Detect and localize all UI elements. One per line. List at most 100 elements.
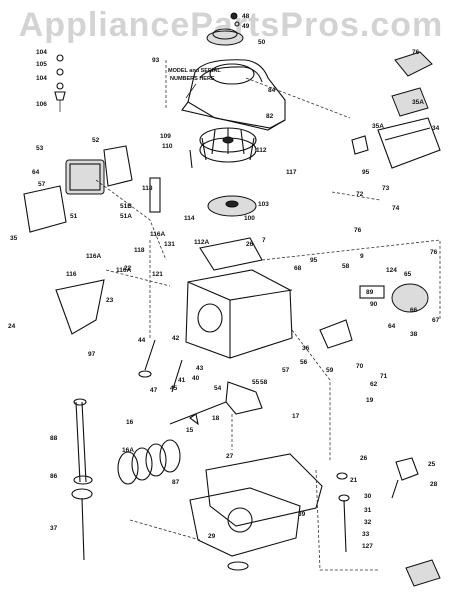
part-number-label[interactable]: 116A	[86, 253, 101, 260]
part-number-label[interactable]: 76	[430, 249, 438, 256]
part-number-label[interactable]: 106	[36, 101, 47, 108]
part-number-label[interactable]: 82	[266, 113, 274, 120]
part-number-label[interactable]: 65	[404, 271, 412, 278]
part-number-label[interactable]: 118	[134, 247, 145, 254]
part-number-label[interactable]: 87	[172, 479, 180, 486]
part-number-label[interactable]: 104	[36, 75, 47, 82]
part-number-label[interactable]: 112A	[194, 239, 209, 246]
part-number-label[interactable]: 18	[212, 415, 220, 422]
part-number-label[interactable]: 36	[302, 345, 310, 352]
part-number-label[interactable]: 51A	[120, 213, 132, 220]
part-number-label[interactable]: 90	[370, 301, 378, 308]
part-number-label[interactable]: 131	[164, 241, 175, 248]
part-number-label[interactable]: 84	[268, 87, 276, 94]
part-number-label[interactable]: 57	[282, 367, 290, 374]
part-number-label[interactable]: 116A	[150, 231, 165, 238]
part-number-label[interactable]: 39	[298, 511, 306, 518]
part-number-label[interactable]: 31	[364, 507, 372, 514]
part-number-label[interactable]: 51B	[120, 203, 132, 210]
part-number-label[interactable]: 58	[260, 379, 268, 386]
valve-parts[interactable]	[138, 339, 183, 393]
part-number-label[interactable]: 114	[184, 215, 195, 222]
part-number-label[interactable]: 16A	[122, 447, 134, 454]
part-number-label[interactable]: 24	[8, 323, 16, 330]
part-number-label[interactable]: 45	[170, 385, 178, 392]
part-number-label[interactable]: 26	[246, 241, 254, 248]
ignition-coil[interactable]	[149, 149, 257, 217]
part-number-label[interactable]: 93	[152, 57, 160, 64]
part-number-label[interactable]: 58	[342, 263, 350, 270]
part-number-label[interactable]: 43	[196, 365, 204, 372]
part-number-label[interactable]: 28	[430, 481, 438, 488]
part-number-label[interactable]: 40	[192, 375, 200, 382]
part-number-label[interactable]: 23	[106, 297, 114, 304]
dipstick[interactable]	[71, 398, 93, 561]
part-number-label[interactable]: 76	[412, 49, 420, 56]
part-number-label[interactable]: 35	[10, 235, 18, 242]
blower-housing[interactable]	[181, 59, 286, 131]
part-number-label[interactable]: 29	[208, 533, 216, 540]
flywheel[interactable]	[199, 127, 257, 163]
part-number-label[interactable]: 51	[70, 213, 78, 220]
part-number-label[interactable]: 76	[354, 227, 362, 234]
part-number-label[interactable]: 54	[214, 385, 222, 392]
part-number-label[interactable]: 22	[124, 265, 132, 272]
part-number-label[interactable]: 27	[226, 453, 234, 460]
part-number-label[interactable]: 16	[126, 419, 134, 426]
part-number-label[interactable]: 26	[360, 455, 368, 462]
part-number-label[interactable]: 66	[410, 307, 418, 314]
part-number-label[interactable]: 100	[244, 215, 255, 222]
crankcase-base[interactable]	[189, 453, 323, 571]
screws-left[interactable]	[54, 54, 66, 112]
part-number-label[interactable]: 15	[186, 427, 194, 434]
part-number-label[interactable]: 17	[292, 413, 300, 420]
part-number-label[interactable]: 32	[364, 519, 372, 526]
part-number-label[interactable]: 64	[32, 169, 40, 176]
part-number-label[interactable]: 95	[310, 257, 318, 264]
part-number-label[interactable]: 62	[370, 381, 378, 388]
part-number-label[interactable]: 86	[50, 473, 58, 480]
part-number-label[interactable]: 124	[386, 267, 397, 274]
part-number-label[interactable]: 68	[294, 265, 302, 272]
part-number-label[interactable]: 33	[362, 531, 370, 538]
part-number-label[interactable]: 104	[36, 49, 47, 56]
gasket-set-box[interactable]	[405, 559, 441, 587]
part-number-label[interactable]: 109	[160, 133, 171, 140]
part-number-label[interactable]: 70	[356, 363, 364, 370]
part-number-label[interactable]: 73	[382, 185, 390, 192]
part-number-label[interactable]: 89	[366, 289, 374, 296]
part-number-label[interactable]: 57	[38, 181, 46, 188]
part-number-label[interactable]: 9	[360, 253, 364, 260]
part-number-label[interactable]: 42	[172, 335, 180, 342]
part-number-label[interactable]: 88	[50, 435, 58, 442]
part-number-label[interactable]: 118	[142, 185, 153, 192]
part-number-label[interactable]: 35A	[372, 123, 384, 130]
part-number-label[interactable]: 116	[66, 271, 77, 278]
crankshaft[interactable]	[169, 381, 263, 426]
part-number-label[interactable]: 47	[150, 387, 158, 394]
part-number-label[interactable]: 116A	[116, 267, 131, 274]
carburetor-left[interactable]	[23, 145, 133, 233]
part-number-label[interactable]: 55	[252, 379, 260, 386]
air-cleaner[interactable]	[351, 51, 441, 169]
part-number-label[interactable]: 21	[350, 477, 358, 484]
part-number-label[interactable]: 56	[300, 359, 308, 366]
part-number-label[interactable]: 34	[432, 125, 440, 132]
mounting-bracket[interactable]	[55, 279, 105, 335]
part-number-label[interactable]: 72	[356, 191, 364, 198]
part-number-label[interactable]: 44	[138, 337, 146, 344]
part-number-label[interactable]: 64	[388, 323, 396, 330]
part-number-label[interactable]: 95	[362, 169, 370, 176]
governor-parts[interactable]	[336, 457, 419, 553]
rewind-starter[interactable]	[206, 12, 244, 46]
part-number-label[interactable]: 127	[362, 543, 373, 550]
part-number-label[interactable]: 37	[50, 525, 58, 532]
part-number-label[interactable]: 25	[428, 461, 436, 468]
part-number-label[interactable]: 41	[178, 377, 186, 384]
part-number-label[interactable]: 19	[366, 397, 374, 404]
part-number-label[interactable]: 30	[364, 493, 372, 500]
carburetor-right[interactable]	[319, 283, 429, 349]
part-number-label[interactable]: 53	[36, 145, 44, 152]
part-number-label[interactable]: 67	[432, 317, 440, 324]
part-number-label[interactable]: 110	[162, 143, 173, 150]
